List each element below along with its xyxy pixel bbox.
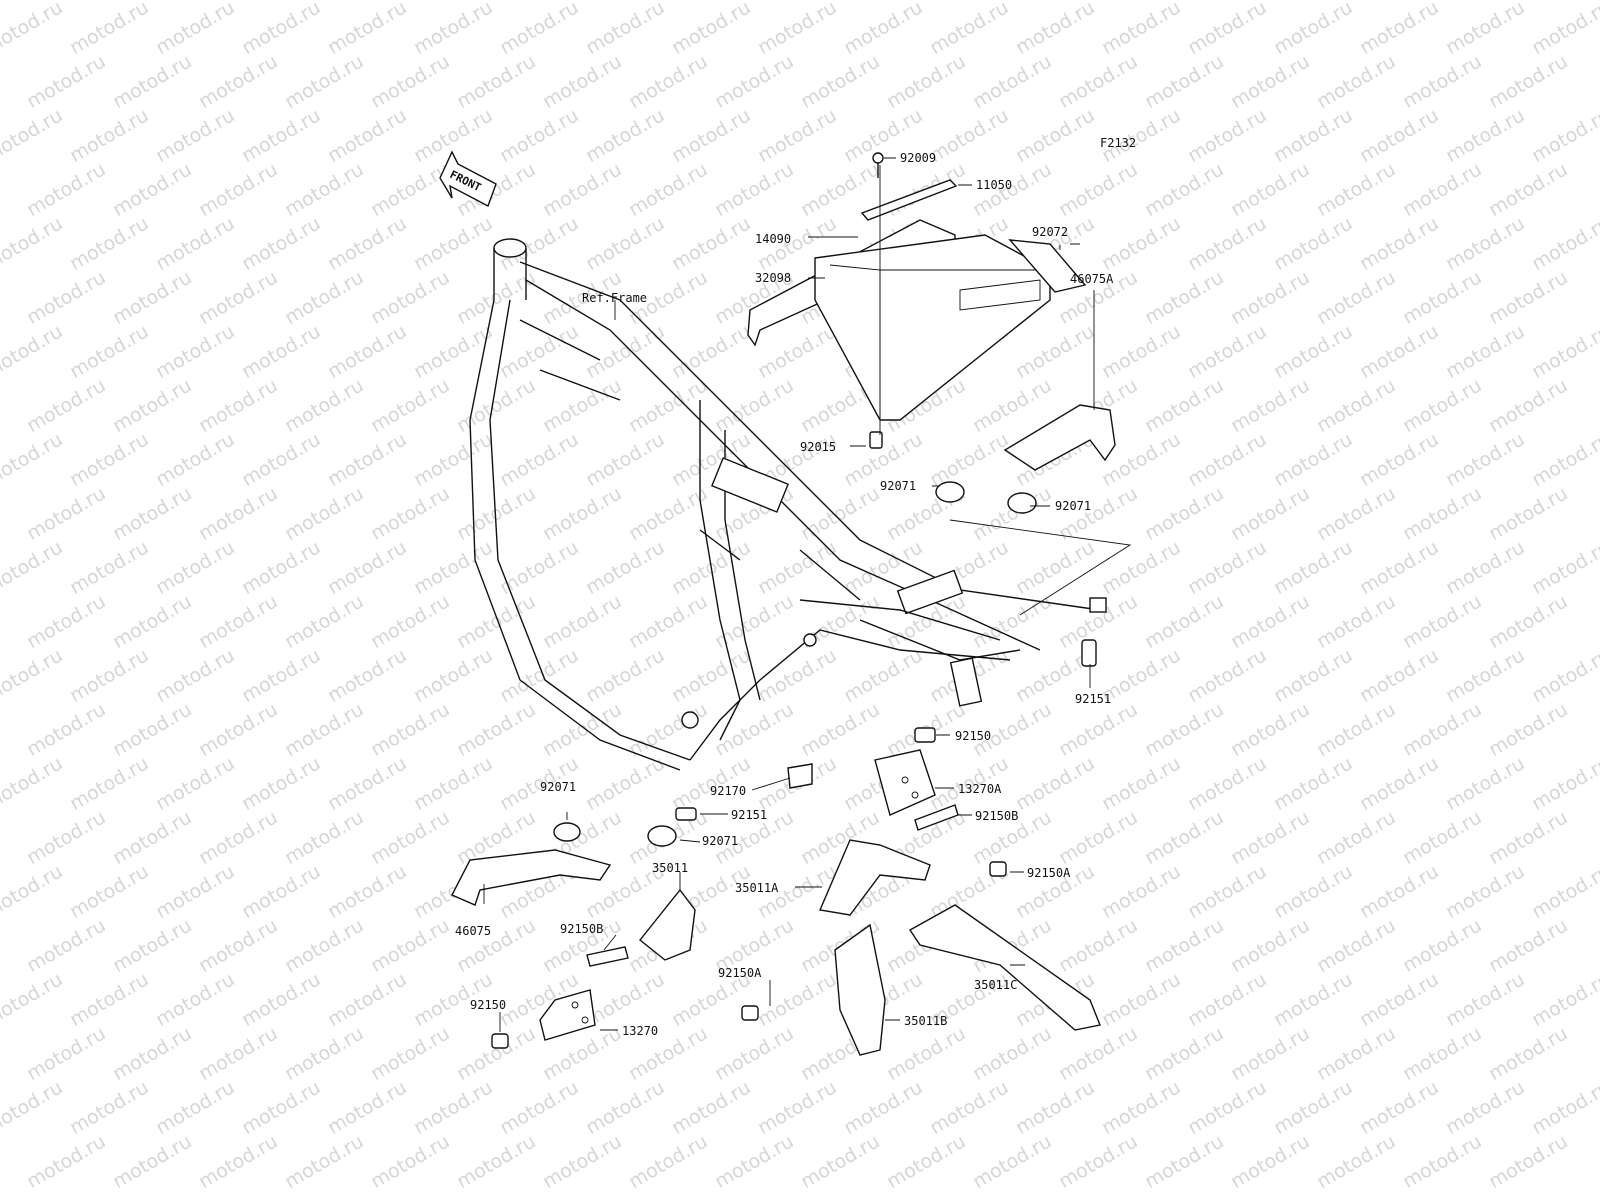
- callout-46075A: 46075A: [1070, 272, 1114, 286]
- plate-13270A: [874, 749, 936, 816]
- callout-14090: 14090: [755, 232, 791, 246]
- bracket-11050: [860, 179, 958, 221]
- plate-13270: [539, 989, 596, 1041]
- callout-92071-a: 92071: [880, 479, 916, 493]
- callout-92071-b: 92071: [1055, 499, 1091, 513]
- callout-35011C: 35011C: [974, 978, 1017, 992]
- bolt-92151a: [1081, 639, 1097, 667]
- callout-92150-a: 92150: [955, 729, 991, 743]
- bolt-92150Ba: [914, 804, 959, 831]
- bolt-92150b: [491, 1033, 509, 1049]
- callout-92071-c: 92071: [540, 780, 576, 794]
- bushing-92071d: [647, 825, 677, 847]
- bracket-35011A: [819, 839, 931, 916]
- front-arrow-icon: FRONT: [439, 150, 497, 207]
- callout-92150A-a: 92150A: [1027, 866, 1071, 880]
- bushing-92071a: [935, 481, 965, 503]
- bolt-92009: [872, 152, 884, 178]
- callout-35011: 35011: [652, 861, 688, 875]
- bushing-92071b: [1007, 492, 1037, 514]
- callout-92151-b: 92151: [731, 808, 767, 822]
- callout-92072: 92072: [1032, 225, 1068, 239]
- bushing-92071c: [553, 822, 581, 842]
- callout-35011B: 35011B: [904, 1014, 947, 1028]
- bolt-92150Bb: [586, 946, 629, 967]
- callout-13270A: 13270A: [958, 782, 1002, 796]
- clip-92170: [787, 763, 813, 789]
- callout-35011A: 35011A: [735, 881, 779, 895]
- bolt-92150a: [914, 727, 936, 743]
- strap-92072: [1008, 239, 1087, 293]
- bolt-92150Ab: [741, 1005, 759, 1021]
- callout-92150B-a: 92150B: [975, 809, 1018, 823]
- figure-code: F2132: [1100, 136, 1136, 150]
- cover-32098: [814, 234, 1051, 421]
- callout-11050: 11050: [976, 178, 1012, 192]
- bolt-92150Aa: [989, 861, 1007, 877]
- callout-92170: 92170: [710, 784, 746, 798]
- bolt-92151b: [675, 807, 697, 821]
- bracket-35011: [639, 888, 696, 961]
- handle-46075: [451, 849, 612, 906]
- frame-drawing: [469, 238, 1132, 771]
- bracket-35011B: [834, 923, 886, 1056]
- step-35011C: [908, 904, 1101, 1031]
- handle-46075A: [1003, 404, 1116, 471]
- collar-92015: [869, 431, 883, 449]
- callout-92009: 92009: [900, 151, 936, 165]
- callout-92151-a: 92151: [1075, 692, 1111, 706]
- callout-92150-b: 92150: [470, 998, 506, 1012]
- callout-92071-d: 92071: [702, 834, 738, 848]
- callout-46075: 46075: [455, 924, 491, 938]
- leader-lines: [483, 157, 1095, 1032]
- callout-ref-frame: Ref.Frame: [582, 291, 647, 305]
- callout-92015: 92015: [800, 440, 836, 454]
- callout-92150B-b: 92150B: [560, 922, 603, 936]
- callout-92150A-b: 92150A: [718, 966, 762, 980]
- callout-32098: 32098: [755, 271, 791, 285]
- callout-13270: 13270: [622, 1024, 658, 1038]
